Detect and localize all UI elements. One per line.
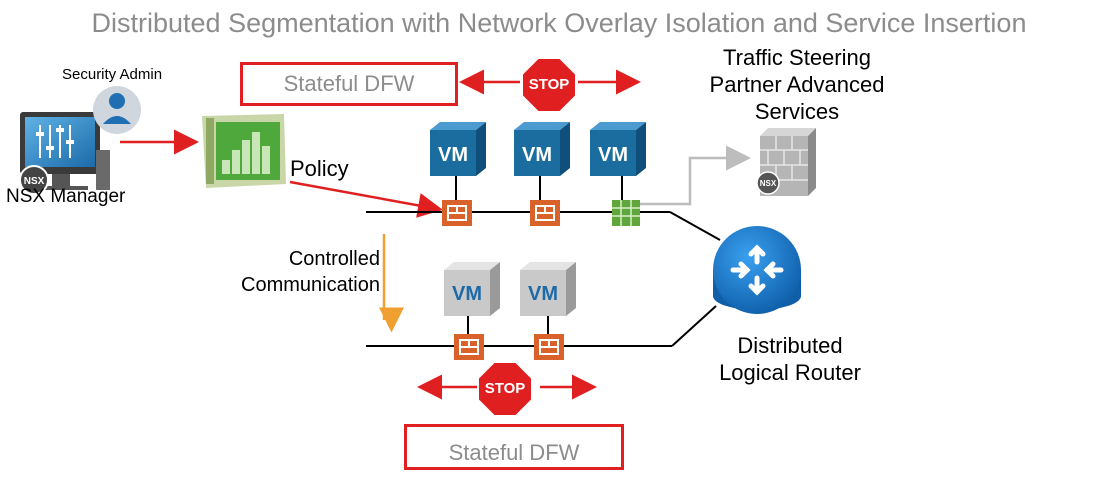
- router-icon: [713, 226, 801, 314]
- traffic-line-2: Partner Advanced: [709, 72, 885, 97]
- vm-lower-2: [520, 262, 576, 334]
- vm-label: VM: [598, 144, 628, 166]
- firewall-icon: [534, 334, 564, 360]
- firewall-icon: [454, 334, 484, 360]
- lower-to-router-link: [671, 305, 717, 347]
- policy-label: Policy: [290, 156, 349, 181]
- stop-sign-icon: [521, 57, 577, 113]
- vm-label: VM: [522, 144, 552, 166]
- vm-label: VM: [438, 144, 468, 166]
- nsx-badge-icon: [19, 165, 49, 195]
- security-admin-label: Security Admin: [62, 66, 163, 83]
- vm-upper-2: [514, 122, 570, 200]
- router-line-2: Logical Router: [719, 360, 861, 385]
- stop-label: STOP: [485, 380, 526, 397]
- partner-firewall-icon: [612, 200, 640, 226]
- vm-upper-1: [430, 122, 486, 200]
- policy-document-icon: [202, 114, 286, 188]
- controlled-line-2: Communication: [241, 274, 380, 296]
- diagram-title: Distributed Segmentation with Network Ov…: [91, 8, 1027, 38]
- upper-to-router-link: [669, 211, 721, 241]
- stop-label: STOP: [529, 76, 570, 93]
- partner-nsx-badge-label: NSX: [760, 179, 777, 188]
- policy-to-firewall-arrow: [289, 180, 443, 218]
- nsx-badge-label: NSX: [24, 176, 45, 187]
- distributed-router-label: Distributed Logical Router: [690, 332, 890, 386]
- traffic-steering-label: Traffic Steering Partner Advanced Servic…: [672, 44, 922, 125]
- firewall-icon: [442, 200, 472, 226]
- admin-avatar-icon: [93, 86, 141, 134]
- stateful-dfw-bottom-box: Stateful DFW: [404, 424, 624, 470]
- monitor-icon: [20, 112, 110, 190]
- stateful-dfw-top-box: Stateful DFW: [240, 62, 458, 106]
- service-steering-arrow: [640, 145, 751, 206]
- stop-sign-icon: [477, 361, 533, 417]
- controlled-line-1: Controlled: [288, 248, 380, 270]
- diagram-graphics: VM VM VM STOP STOP NSX NSX VM VM: [19, 57, 816, 417]
- vm-upper-3: [590, 122, 646, 200]
- nsx-manager-label: NSX Manager: [6, 186, 126, 207]
- vm-label: VM: [452, 283, 482, 305]
- diagram-canvas: Distributed Segmentation with Network Ov…: [6, 8, 1027, 470]
- vm-label: VM: [528, 283, 558, 305]
- router-line-1: Distributed: [737, 333, 843, 358]
- partner-service-appliance-icon: [756, 128, 816, 196]
- vm-lower-1: [444, 262, 500, 334]
- traffic-line-3: Services: [754, 99, 840, 124]
- traffic-line-1: Traffic Steering: [723, 45, 871, 70]
- firewall-icon: [530, 200, 560, 226]
- controlled-communication-label: Controlled Communication: [190, 246, 380, 298]
